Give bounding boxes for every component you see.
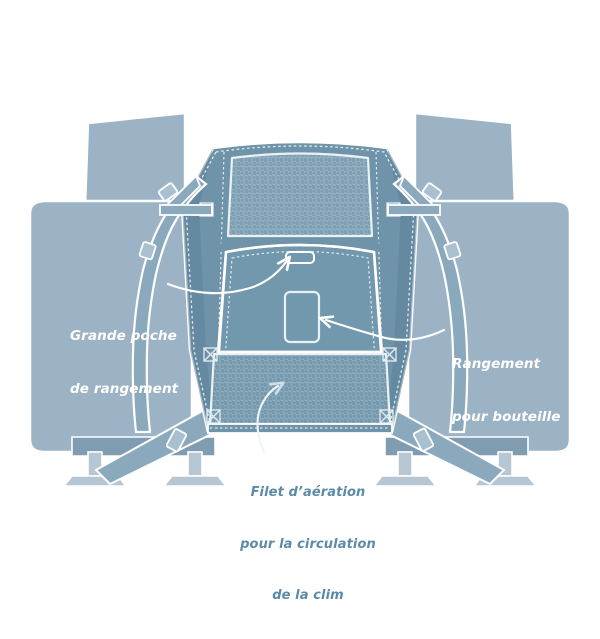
stitch-marker-mid-left xyxy=(203,347,218,362)
stitch-marker-lower-right xyxy=(379,409,394,424)
large-pocket-stitching xyxy=(221,250,379,405)
illustration-canvas: Grande poche de rangement Rangement pour… xyxy=(30,113,570,604)
stitch-marker-lower-left xyxy=(206,409,221,424)
fold-seam-right xyxy=(375,151,385,433)
strap-buckle-right-upper[interactable] xyxy=(421,182,443,202)
arrow-to-large-pocket xyxy=(166,262,286,295)
strap-buckle-left-lower[interactable] xyxy=(165,428,188,453)
arrow-to-bottle-pocket xyxy=(326,320,446,341)
upper-straps xyxy=(131,174,469,434)
strap-buckle-left-mid[interactable] xyxy=(138,241,157,261)
strap-buckle-left-upper[interactable] xyxy=(157,182,179,202)
stitch-marker-mid-right xyxy=(382,347,397,362)
upper-strap-left xyxy=(131,174,208,434)
organizer-body xyxy=(180,140,420,434)
strap-anchor-left xyxy=(159,204,213,216)
strap-buckle-right-mid[interactable] xyxy=(443,241,462,261)
top-mesh-surface xyxy=(226,152,374,238)
car-seat-organizer-illustration xyxy=(30,113,570,486)
bottom-mesh-surface xyxy=(208,352,392,426)
arrow-to-air-mesh xyxy=(256,386,278,454)
large-pocket-surface xyxy=(216,243,384,354)
strap-buckle-right-lower[interactable] xyxy=(412,427,435,452)
upper-strap-right xyxy=(392,174,469,434)
bottom-mesh-panel xyxy=(208,352,392,426)
lower-strap-buckles xyxy=(165,427,435,453)
strap-anchor-right xyxy=(387,204,441,216)
top-mesh-panel xyxy=(226,152,374,238)
